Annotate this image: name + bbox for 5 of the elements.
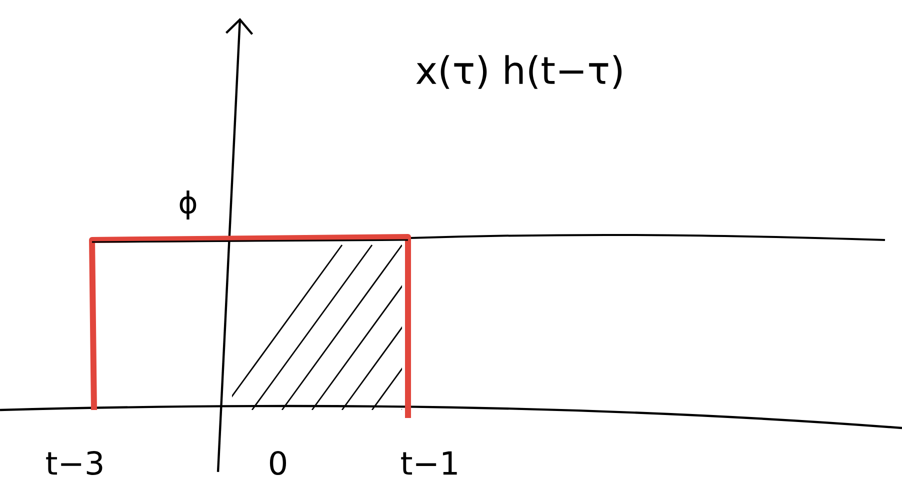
axis-label: x(τ) h(t−τ)	[416, 55, 622, 89]
tick-label: t−1	[401, 451, 457, 475]
tick-label: 0	[270, 450, 286, 476]
tick-label: t−3	[46, 450, 102, 476]
level-label: ϕ	[180, 190, 196, 220]
